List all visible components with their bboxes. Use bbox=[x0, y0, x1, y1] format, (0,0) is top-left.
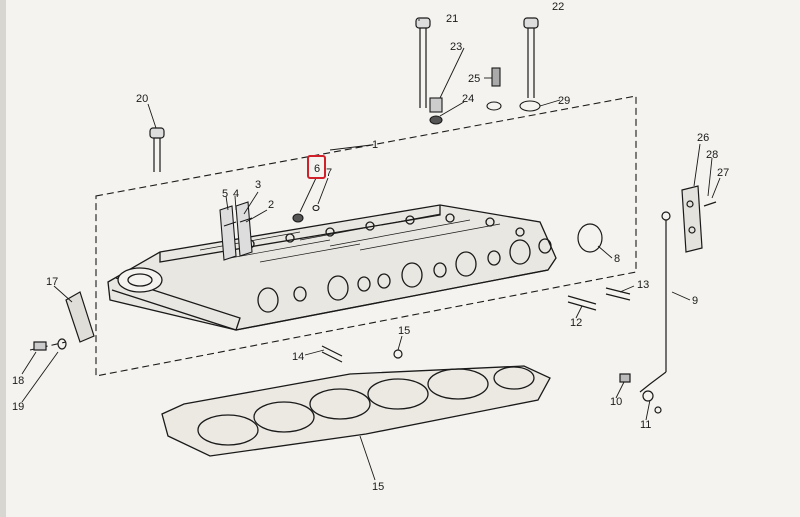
callout-4: 4 bbox=[233, 188, 239, 200]
callout-11: 11 bbox=[640, 419, 651, 431]
callout-7: 7 bbox=[326, 167, 332, 179]
callout-29: 29 bbox=[558, 95, 570, 107]
leader-lines bbox=[21, 19, 721, 481]
cylinder-head bbox=[107, 204, 557, 331]
assembly-outline-dashed bbox=[95, 95, 637, 377]
callout-21: 21 bbox=[446, 13, 458, 25]
callout-12: 12 bbox=[570, 317, 582, 329]
head-bolts bbox=[149, 17, 539, 172]
callout-14: 14 bbox=[292, 351, 304, 363]
callout-15-gasket: 15 bbox=[372, 481, 384, 493]
throttle-linkage bbox=[619, 185, 717, 414]
callout-9: 9 bbox=[692, 295, 698, 307]
callout-8: 8 bbox=[614, 253, 620, 265]
callout-6: 6 bbox=[314, 163, 320, 175]
callout-2: 2 bbox=[268, 199, 274, 211]
callout-20: 20 bbox=[136, 93, 148, 105]
valve-assembly bbox=[219, 201, 253, 261]
callout-28: 28 bbox=[706, 149, 718, 161]
callout-19: 19 bbox=[12, 401, 24, 413]
callout-13: 13 bbox=[637, 279, 649, 291]
small-top-parts bbox=[292, 67, 541, 223]
callout-27: 27 bbox=[717, 167, 729, 179]
callout-23: 23 bbox=[450, 41, 462, 53]
callout-22: 22 bbox=[552, 1, 564, 13]
callout-17: 17 bbox=[46, 276, 58, 288]
callout-15-stud: 15 bbox=[398, 325, 410, 337]
end-plug bbox=[577, 223, 603, 253]
callout-25: 25 bbox=[468, 73, 480, 85]
callout-10: 10 bbox=[610, 396, 622, 408]
callout-labels: 1 2 3 4 5 6 7 8 9 10 11 12 13 14 15 15 1… bbox=[12, 1, 729, 493]
callout-1: 1 bbox=[372, 139, 378, 151]
lifting-bracket bbox=[29, 291, 95, 351]
head-gasket bbox=[161, 365, 551, 457]
highlight-box-callout-6 bbox=[307, 155, 326, 179]
scan-edge-shadow bbox=[0, 0, 6, 517]
callout-18: 18 bbox=[12, 375, 24, 387]
callout-5: 5 bbox=[222, 188, 228, 200]
callout-24: 24 bbox=[462, 93, 474, 105]
callout-3: 3 bbox=[255, 179, 261, 191]
callout-26: 26 bbox=[697, 132, 709, 144]
